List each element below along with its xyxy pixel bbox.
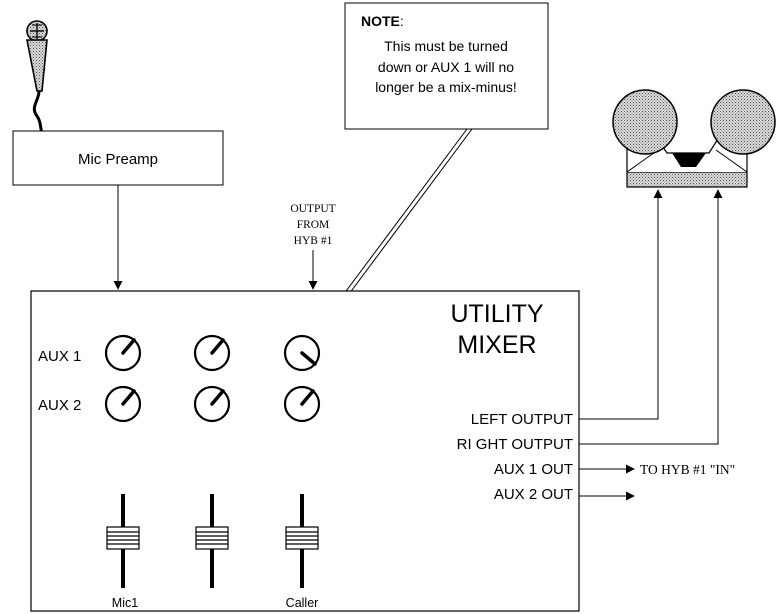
knob-aux1-mic1[interactable] [104, 334, 142, 372]
svg-text:HYB #1: HYB #1 [294, 235, 333, 247]
note-title: NOTE: [361, 13, 404, 29]
right-output-wire [579, 189, 723, 445]
aux1-out-label: AUX 1 OUT [494, 461, 573, 478]
channel-label-caller: Caller [286, 596, 319, 610]
note-box [344, 2, 549, 130]
channel-label-mic1: Mic1 [112, 596, 138, 610]
microphone-icon [26, 20, 48, 135]
svg-text:FROM: FROM [297, 219, 330, 231]
left-output-wire [579, 189, 663, 420]
tape-deck-icon [612, 89, 776, 188]
svg-text:OUTPUT: OUTPUT [290, 203, 335, 215]
aux2-row-label: AUX 2 [38, 397, 81, 414]
right-output-label: RI GHT OUTPUT [457, 436, 573, 453]
knob-aux2-mic1[interactable] [104, 385, 142, 423]
fader-ch2[interactable] [195, 494, 229, 588]
to-hyb-in-label: TO HYB #1 "IN" [640, 462, 735, 477]
mixer-title-line: MIXER [457, 331, 536, 359]
mic-preamp-label: Mic Preamp [78, 151, 158, 168]
note-line: This must be turned [384, 38, 508, 54]
note-line: down or AUX 1 will no [378, 59, 514, 75]
output-from-hyb-label: OUTPUT FROM HYB #1 [290, 203, 335, 247]
fader-caller[interactable] [285, 494, 319, 588]
aux2-out-label: AUX 2 OUT [494, 486, 573, 503]
knob-aux1-caller[interactable] [283, 334, 321, 372]
knob-aux2-caller[interactable] [283, 385, 321, 423]
note-line: longer be a mix-minus! [375, 79, 517, 95]
fader-mic1[interactable] [106, 494, 140, 588]
aux1-row-label: AUX 1 [38, 348, 81, 365]
left-output-label: LEFT OUTPUT [471, 411, 573, 428]
knob-aux2-ch2[interactable] [193, 385, 231, 423]
mixer-title-line: UTILITY [450, 300, 543, 328]
knob-aux1-ch2[interactable] [193, 334, 231, 372]
